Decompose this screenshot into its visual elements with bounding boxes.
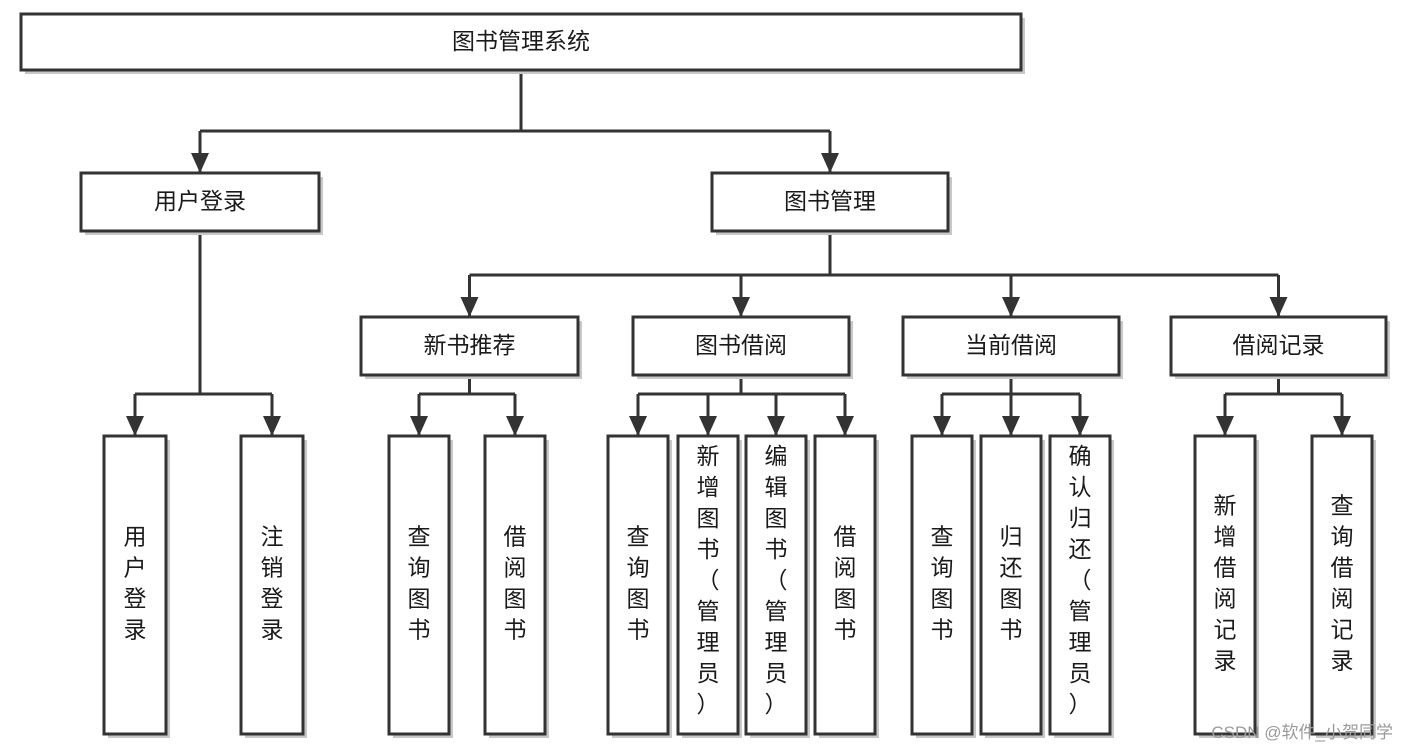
arrow-head-icon — [506, 416, 524, 436]
node-box[interactable] — [1193, 434, 1257, 736]
node-label: 确认归还（管理员） — [1069, 443, 1092, 717]
node-box[interactable] — [1048, 434, 1112, 736]
node-leaf-confirm-return[interactable]: 确认归还（管理员） — [1048, 434, 1114, 738]
node-box[interactable] — [387, 434, 451, 736]
arrow-head-icon — [1269, 297, 1288, 317]
node-label: 查询图书 — [408, 524, 431, 643]
node-label: 用户登录 — [154, 188, 246, 214]
node-label: 编辑图书（管理员） — [765, 443, 788, 717]
arrow-head-icon — [1002, 297, 1020, 317]
node-label: 新书推荐 — [424, 332, 516, 358]
node-new-book-rec[interactable]: 新书推荐 — [359, 315, 582, 379]
node-label: 借阅记录 — [1233, 332, 1325, 358]
arrow-head-icon — [191, 153, 209, 173]
arrow-head-icon — [699, 416, 717, 436]
node-leaf-return-book[interactable]: 归还图书 — [979, 434, 1045, 738]
node-label: 图书管理 — [784, 188, 876, 214]
arrow-head-icon — [1071, 416, 1089, 436]
node-label: 用户登录 — [124, 524, 147, 643]
node-box[interactable] — [744, 434, 808, 736]
arrow-head-icon — [732, 297, 750, 317]
arrow-head-icon — [1333, 416, 1351, 436]
node-box[interactable] — [239, 434, 305, 736]
edge-group-new-book-rec — [410, 375, 524, 436]
node-label: 查询借阅记录 — [1331, 493, 1354, 674]
node-box[interactable] — [1169, 315, 1388, 377]
node-box[interactable] — [359, 315, 580, 377]
node-leaf-query-book-3[interactable]: 查询图书 — [910, 434, 976, 738]
node-leaf-edit-book[interactable]: 编辑图书（管理员） — [744, 434, 810, 738]
arrow-head-icon — [410, 416, 428, 436]
node-leaf-borrow-book-2[interactable]: 借阅图书 — [813, 434, 879, 738]
arrow-head-icon — [767, 416, 785, 436]
arrow-head-icon — [836, 416, 854, 436]
arrow-head-icon — [1002, 416, 1020, 436]
nodes-layer: 图书管理系统用户登录图书管理新书推荐图书借阅当前借阅借阅记录用户登录注销登录查询… — [19, 12, 1390, 738]
node-box[interactable] — [813, 434, 877, 736]
node-label: 归还图书 — [1000, 524, 1023, 643]
edge-group-book-borrow — [629, 375, 854, 436]
node-leaf-query-record[interactable]: 查询借阅记录 — [1310, 434, 1376, 738]
arrow-head-icon — [263, 416, 281, 436]
edge-group-book-manage — [460, 231, 1288, 317]
node-leaf-add-book[interactable]: 新增图书（管理员） — [676, 434, 742, 738]
node-book-borrow[interactable]: 图书借阅 — [631, 315, 853, 379]
arrow-head-icon — [821, 153, 839, 173]
node-label: 当前借阅 — [965, 332, 1057, 358]
node-box[interactable] — [910, 434, 974, 736]
arrow-head-icon — [460, 297, 479, 317]
node-root[interactable]: 图书管理系统 — [19, 12, 1025, 74]
node-box[interactable] — [19, 12, 1023, 72]
node-label: 新增图书（管理员） — [697, 443, 720, 717]
node-box[interactable] — [483, 434, 547, 736]
node-book-manage[interactable]: 图书管理 — [710, 171, 952, 235]
node-box[interactable] — [631, 315, 851, 377]
node-label: 图书借阅 — [695, 332, 787, 358]
node-label: 借阅图书 — [504, 524, 527, 643]
node-label: 注销登录 — [261, 524, 284, 643]
node-box[interactable] — [102, 434, 168, 736]
node-label: 新增借阅记录 — [1214, 493, 1237, 674]
edge-group-borrow-record — [1216, 375, 1351, 436]
node-leaf-user-login[interactable]: 用户登录 — [102, 434, 170, 738]
node-label: 查询图书 — [931, 524, 954, 643]
edge-group-user-login — [126, 231, 281, 436]
node-box[interactable] — [1310, 434, 1374, 736]
node-box[interactable] — [676, 434, 740, 736]
arrow-head-icon — [629, 416, 647, 436]
node-borrow-record[interactable]: 借阅记录 — [1169, 315, 1390, 379]
arrow-head-icon — [126, 416, 144, 436]
node-label: 借阅图书 — [834, 524, 857, 643]
arrow-head-icon — [933, 416, 951, 436]
node-label: 图书管理系统 — [452, 28, 590, 54]
node-leaf-query-book-2[interactable]: 查询图书 — [606, 434, 672, 738]
node-leaf-logout[interactable]: 注销登录 — [239, 434, 307, 738]
edges-layer — [126, 70, 1351, 436]
node-leaf-add-record[interactable]: 新增借阅记录 — [1193, 434, 1259, 738]
node-box[interactable] — [901, 315, 1121, 377]
node-leaf-query-book-1[interactable]: 查询图书 — [387, 434, 453, 738]
node-user-login[interactable]: 用户登录 — [79, 171, 323, 235]
node-box[interactable] — [710, 171, 950, 233]
edge-group-current-borrow — [933, 375, 1089, 436]
node-current-borrow[interactable]: 当前借阅 — [901, 315, 1123, 379]
node-box[interactable] — [606, 434, 670, 736]
node-label: 查询图书 — [627, 524, 650, 643]
node-box[interactable] — [979, 434, 1043, 736]
arrow-head-icon — [1216, 416, 1234, 436]
node-leaf-borrow-book-1[interactable]: 借阅图书 — [483, 434, 549, 738]
node-box[interactable] — [79, 171, 321, 233]
edge-group-root — [191, 70, 839, 173]
